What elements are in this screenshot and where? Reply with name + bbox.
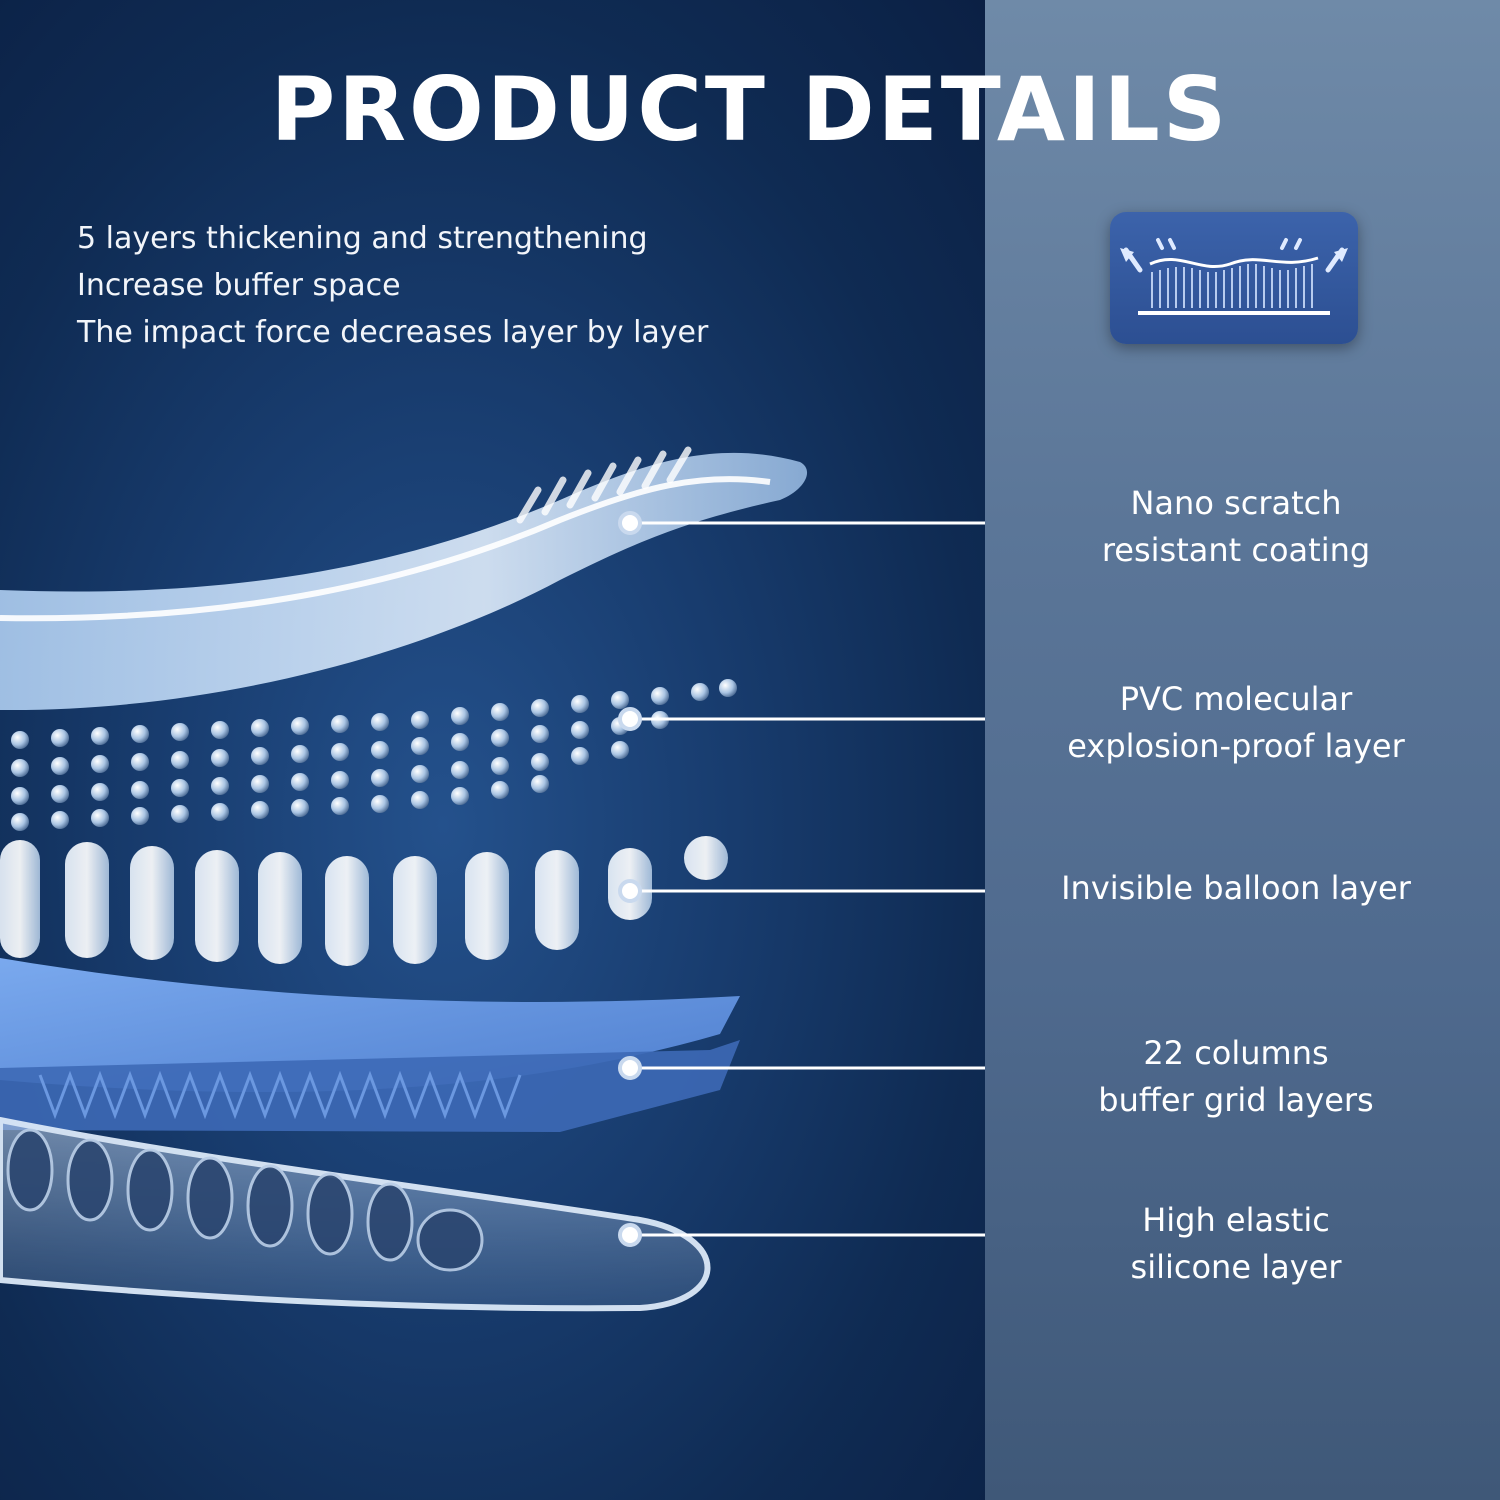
layer-label-line: explosion-proof layer: [1067, 727, 1405, 765]
intro-line: 5 layers thickening and strengthening: [77, 221, 648, 256]
connector-dot: [618, 707, 642, 731]
layer-label-line: resistant coating: [1101, 531, 1371, 569]
layer-label-line: High elastic: [1142, 1201, 1330, 1239]
layer-label-pvc: PVC molecular explosion-proof layer: [1000, 676, 1472, 770]
layer-label-line: silicone layer: [1130, 1248, 1342, 1286]
silicone-layer-art: [0, 1116, 711, 1312]
layer-label-silicone: High elastic silicone layer: [1000, 1197, 1472, 1291]
wave-buffer-icon: [1110, 212, 1358, 344]
intro-line: Increase buffer space: [77, 268, 401, 303]
connector-dot: [618, 1056, 642, 1080]
connector-dot: [618, 879, 642, 903]
connector-lines: [630, 521, 985, 1237]
intro-text: 5 layers thickening and strengthening In…: [77, 215, 708, 356]
pvc-bead-layer-art: [11, 679, 737, 831]
layer-label-line: 22 columns: [1143, 1034, 1329, 1072]
coating-layer-art: [0, 446, 808, 711]
layer-label-balloon: Invisible balloon layer: [1000, 865, 1472, 912]
layer-label-coating: Nano scratch resistant coating: [1000, 480, 1472, 574]
balloon-pillar-layer-art: [0, 836, 728, 966]
connector-dot: [618, 1223, 642, 1247]
layer-label-line: PVC molecular: [1119, 680, 1353, 718]
page-title: PRODUCT DETAILS: [270, 58, 1230, 161]
intro-line: The impact force decreases layer by laye…: [77, 315, 709, 350]
buffer-grid-layer-art: [0, 958, 740, 1132]
connector-dot: [618, 511, 642, 535]
layer-label-line: Nano scratch: [1130, 484, 1342, 522]
layer-label-line: Invisible balloon layer: [1061, 869, 1411, 907]
layer-label-line: buffer grid layers: [1098, 1081, 1374, 1119]
layer-label-buffer-grid: 22 columns buffer grid layers: [1000, 1030, 1472, 1124]
